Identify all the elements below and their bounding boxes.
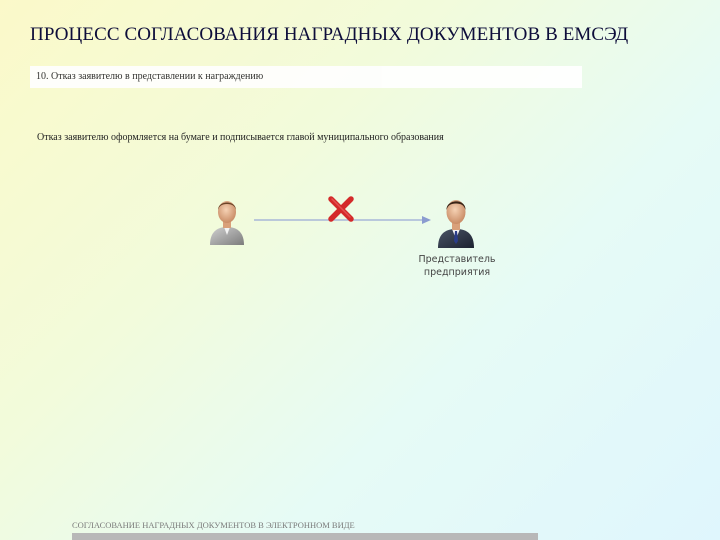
transfer-arrow <box>254 216 431 224</box>
representative-label: Представитель предприятия <box>418 254 496 278</box>
step-label: 10. Отказ заявителю в представлении к на… <box>36 71 264 82</box>
representative-person-icon <box>438 200 474 248</box>
description-text: Отказ заявителю оформляется на бумаге и … <box>37 132 444 143</box>
footer-text: СОГЛАСОВАНИЕ НАГРАДНЫХ ДОКУМЕНТОВ В ЭЛЕК… <box>72 520 355 530</box>
step-label-box: 10. Отказ заявителю в представлении к на… <box>30 66 582 88</box>
footer-bar <box>72 533 538 540</box>
slide-title: ПРОЦЕСС СОГЛАСОВАНИЯ НАГРАДНЫХ ДОКУМЕНТО… <box>30 24 629 45</box>
rejected-cross-icon <box>328 196 354 222</box>
applicant-person-icon <box>210 201 244 245</box>
